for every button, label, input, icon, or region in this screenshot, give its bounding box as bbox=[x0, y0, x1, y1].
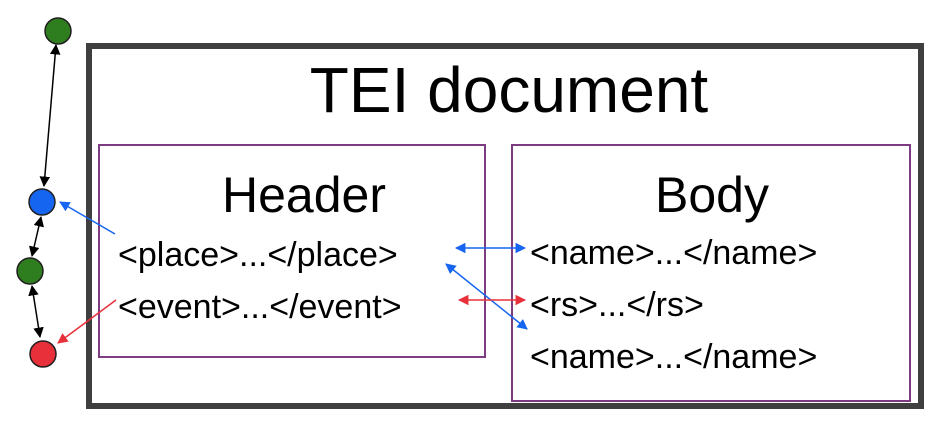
edge-n3-n4 bbox=[28, 284, 44, 339]
graph-node-1 bbox=[44, 17, 72, 45]
body-title: Body bbox=[655, 167, 769, 223]
rs-tag: <rs>...</rs> bbox=[530, 286, 704, 324]
graph-node-4 bbox=[29, 340, 57, 368]
header-title: Header bbox=[222, 167, 386, 223]
graph-node-2 bbox=[28, 188, 56, 216]
name-tag-2: <name>...</name> bbox=[530, 338, 818, 376]
place-name2-link bbox=[445, 263, 528, 330]
place-tag: <place>...</place> bbox=[118, 236, 398, 274]
edge-n2-n3 bbox=[29, 215, 44, 258]
edge-n1-n2 bbox=[39, 43, 61, 188]
document-title: TEI document bbox=[309, 54, 709, 126]
event-to-node-link bbox=[57, 299, 117, 344]
place-to-node-link bbox=[59, 201, 116, 235]
graph-node-3 bbox=[16, 257, 44, 285]
tei-document-box bbox=[86, 43, 924, 409]
name-tag-1: <name>...</name> bbox=[530, 234, 818, 272]
event-tag: <event>...</event> bbox=[118, 288, 402, 326]
